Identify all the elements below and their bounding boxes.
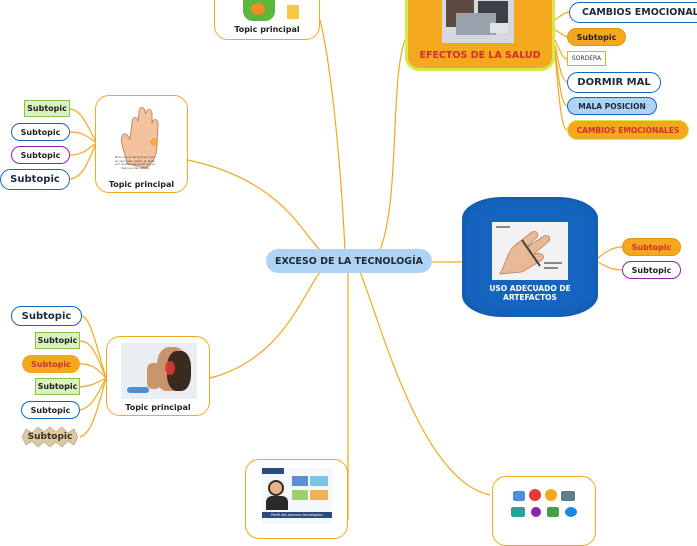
- topic-bottom-left[interactable]: Perfil del proceso tecnologico: [245, 459, 348, 539]
- topic-hand-label: Topic principal: [108, 180, 175, 189]
- connector-ear: [209, 271, 321, 379]
- uso-image: [492, 222, 568, 280]
- central-topic-label: EXCESO DE LA TECNOLOGÍA: [274, 255, 423, 267]
- topic-ear-label: Topic principal: [125, 403, 191, 412]
- ear-subtopic-2[interactable]: Subtopic: [35, 332, 80, 349]
- tech-profile-caption: Perfil del proceso tecnologico: [271, 513, 323, 517]
- ear-subtopic-6[interactable]: Subtopic: [18, 425, 82, 449]
- topic-uso[interactable]: USO ADECUADO DE ARTEFACTOS: [462, 197, 598, 317]
- ear-subtopic-1[interactable]: Subtopic: [11, 306, 82, 326]
- connector-top: [319, 19, 346, 251]
- topic-bottom-right[interactable]: [492, 476, 596, 546]
- ear-subtopic-5[interactable]: Subtopic: [21, 401, 80, 419]
- hand-image: [114, 102, 172, 172]
- topic-salud[interactable]: EFECTOS DE LA SALUD: [405, 0, 555, 71]
- ear-subtopic-4[interactable]: Subtopic: [35, 378, 80, 395]
- connector-hand: [187, 159, 321, 251]
- salud-child-4[interactable]: DORMIR MAL: [567, 72, 661, 93]
- ear-image: [121, 343, 197, 399]
- topic-ear[interactable]: Topic principal: [106, 336, 210, 416]
- hand-subtopic-1[interactable]: Subtopic: [24, 100, 70, 117]
- hand-subtopic-2[interactable]: Subtopic: [11, 123, 70, 141]
- uso-child-1[interactable]: Subtopic: [622, 238, 681, 256]
- topic-uso-label: USO ADECUADO DE ARTEFACTOS: [489, 284, 571, 302]
- topic-salud-label: EFECTOS DE LA SALUD: [419, 50, 541, 61]
- salud-child-6[interactable]: CAMBIOS EMOCIONALES: [567, 120, 689, 140]
- connector-bottom-right: [359, 271, 491, 496]
- salud-image: [442, 0, 514, 43]
- topic-top-label: Topic principal: [234, 25, 300, 34]
- devices-image: [507, 485, 583, 525]
- salud-child-5[interactable]: MALA POSICION: [567, 97, 657, 115]
- central-topic[interactable]: EXCESO DE LA TECNOLOGÍA: [266, 249, 432, 273]
- uso-child-2[interactable]: Subtopic: [622, 261, 681, 279]
- salud-child-2[interactable]: Subtopic: [567, 28, 626, 46]
- tech-profile-image: [262, 468, 332, 524]
- topic-hand[interactable]: Bono en el de la mano por el uso a ser u…: [95, 95, 188, 193]
- topic-top-image: [229, 0, 307, 21]
- salud-child-3[interactable]: SORDERA: [567, 51, 606, 66]
- hand-subtopic-4[interactable]: Subtopic: [0, 169, 70, 190]
- salud-child-1[interactable]: CAMBIOS EMOCIONALES: [569, 2, 697, 23]
- topic-top[interactable]: Topic principal: [214, 0, 320, 40]
- connector-salud: [379, 39, 406, 251]
- connector-lines: [69, 11, 623, 520]
- hand-note: Bono en el de la mano por el uso a ser u…: [115, 155, 155, 170]
- hand-subtopic-3[interactable]: Subtopic: [11, 146, 70, 164]
- ear-subtopic-3[interactable]: Subtopic: [22, 355, 80, 373]
